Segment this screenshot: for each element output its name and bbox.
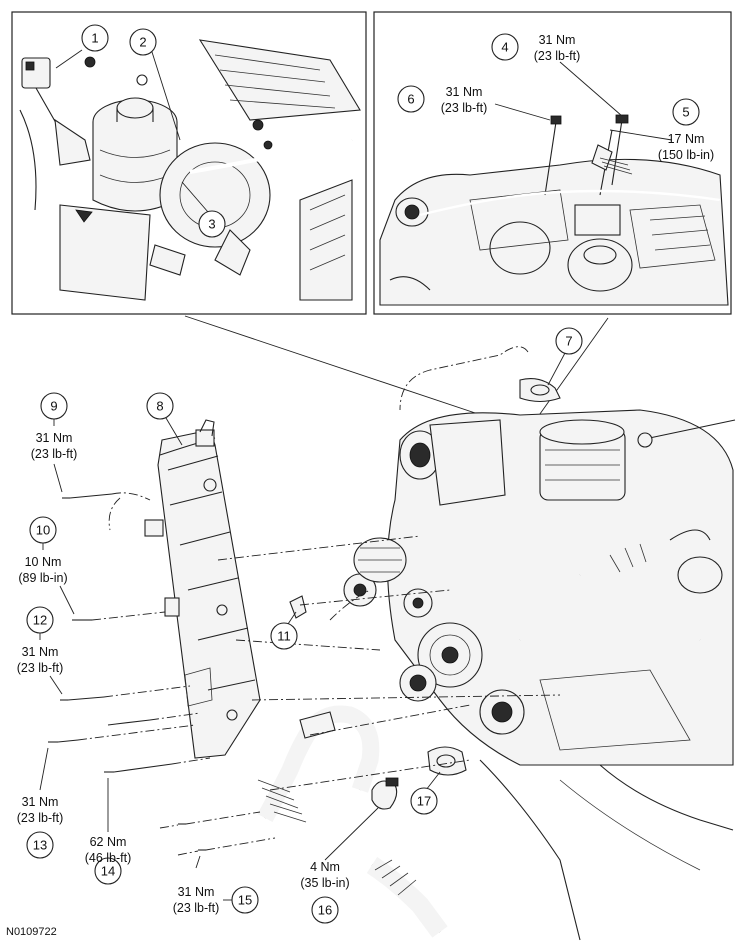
torque-nm: 10 Nm (25, 555, 62, 569)
callout-number: 2 (139, 35, 146, 50)
torque-imperial: (23 lb-ft) (17, 661, 64, 675)
figure-id: N0109722 (6, 926, 57, 938)
callout-number: 9 (50, 399, 57, 414)
callout-number: 1 (91, 31, 98, 46)
callout-number: 15 (238, 893, 252, 908)
callout-12: 12 31 Nm (23 lb-ft) (17, 606, 64, 695)
callout-14: 14 62 Nm (46 lb-ft) (85, 778, 132, 885)
callout-number: 4 (501, 40, 508, 55)
callout-4: 4 31 Nm (23 lb-ft) (491, 33, 623, 117)
callout-number: 8 (156, 399, 163, 414)
callout-10: 10 10 Nm (89 lb-in) (18, 516, 75, 615)
torque-nm: 31 Nm (178, 885, 215, 899)
torque-imperial: (23 lb-ft) (31, 447, 78, 461)
torque-nm: 31 Nm (539, 33, 576, 47)
callout-number: 11 (277, 629, 291, 644)
egr-cooler (157, 419, 261, 759)
callout-11: 11 (270, 611, 298, 650)
torque-nm: 62 Nm (90, 835, 127, 849)
torque-nm: 31 Nm (36, 431, 73, 445)
callout-3: 3 (181, 181, 226, 238)
torque-imperial: (46 lb-ft) (85, 851, 132, 865)
callout-2: 2 (129, 28, 181, 141)
torque-imperial: (23 lb-ft) (441, 101, 488, 115)
callout-number: 6 (407, 92, 414, 107)
torque-imperial: (23 lb-ft) (534, 49, 581, 63)
torque-imperial: (89 lb-in) (18, 571, 67, 585)
torque-nm: 31 Nm (22, 645, 59, 659)
callout-9: 9 31 Nm (23 lb-ft) (31, 392, 78, 493)
callout-number: 12 (33, 613, 47, 628)
callout-number: 16 (318, 903, 332, 918)
callout-17: 17 (410, 771, 441, 815)
torque-imperial: (35 lb-in) (300, 876, 349, 890)
main-exploded-view (48, 315, 736, 941)
torque-nm: 17 Nm (668, 132, 705, 146)
callout-number: 7 (565, 334, 572, 349)
callout-number: 3 (208, 217, 215, 232)
callout-8: 8 (146, 392, 183, 446)
callout-6: 6 31 Nm (23 lb-ft) (397, 85, 551, 121)
callout-7: 7 (547, 327, 583, 386)
callout-1: 1 (55, 24, 109, 69)
detail-inset-left (11, 11, 367, 315)
callout-13: 13 31 Nm (23 lb-ft) (17, 747, 64, 859)
torque-nm: 31 Nm (446, 85, 483, 99)
torque-imperial: (23 lb-ft) (173, 901, 220, 915)
callout-number: 5 (682, 105, 689, 120)
callout-number: 10 (36, 523, 50, 538)
callout-5: 5 17 Nm (150 lb-in) (609, 98, 714, 162)
torque-imperial: (23 lb-ft) (17, 811, 64, 825)
torque-imperial: (150 lb-in) (658, 148, 714, 162)
torque-nm: 31 Nm (22, 795, 59, 809)
callout-number: 13 (33, 838, 47, 853)
detail-inset-right (373, 11, 732, 315)
torque-nm: 4 Nm (310, 860, 340, 874)
callout-number: 17 (417, 794, 431, 809)
callout-15: 15 31 Nm (23 lb-ft) (173, 855, 259, 915)
callout-number: 14 (101, 864, 115, 879)
callout-16: 16 4 Nm (35 lb-in) (300, 807, 379, 924)
